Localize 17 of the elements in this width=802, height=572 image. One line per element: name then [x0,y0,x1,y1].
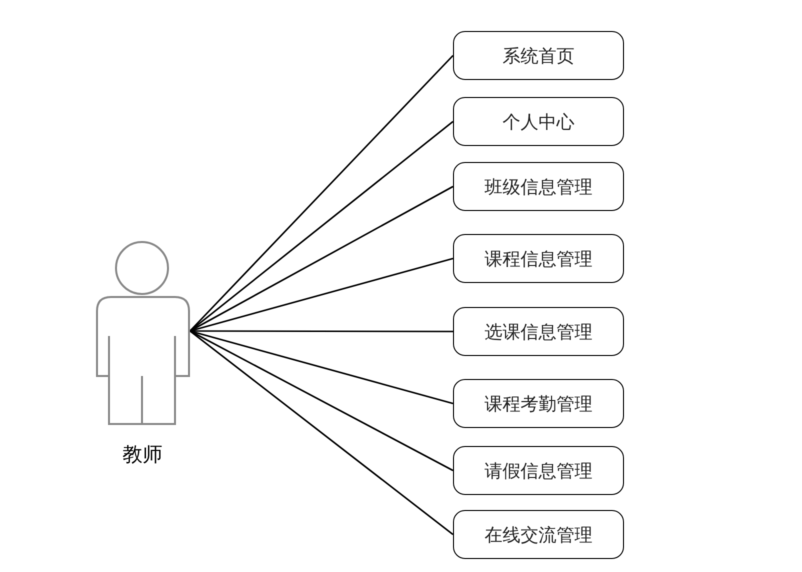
connector-line [189,54,454,332]
use-case-box: 选课信息管理 [453,307,624,356]
use-case-box: 课程信息管理 [453,234,624,283]
connector-line [190,330,454,472]
use-case-box: 系统首页 [453,31,624,80]
use-case-box: 在线交流管理 [453,510,624,559]
connector-line [190,258,454,332]
use-case-box: 课程考勤管理 [453,379,624,428]
connector-line [190,330,453,332]
connector-line [190,120,454,332]
use-case-box: 个人中心 [453,97,624,146]
connector-line [190,330,454,404]
connector-line [190,186,454,332]
connector-line [190,330,454,536]
actor-label: 教师 [122,441,162,468]
use-case-box: 请假信息管理 [453,446,624,495]
use-case-box: 班级信息管理 [453,162,624,211]
